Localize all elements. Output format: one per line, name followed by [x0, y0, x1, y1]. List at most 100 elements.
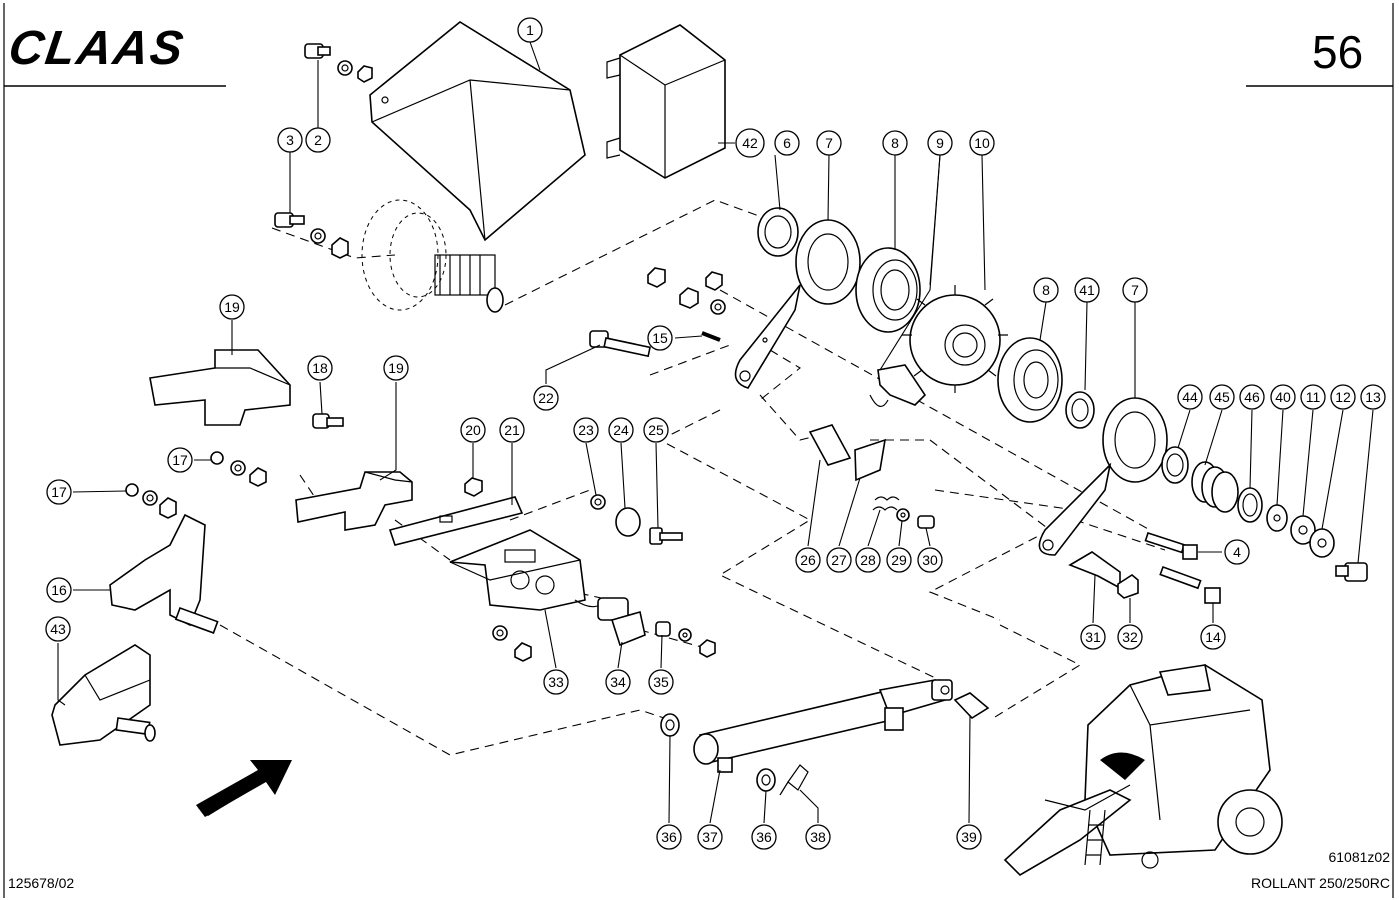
leader-lines — [57, 41, 1374, 824]
svg-text:29: 29 — [891, 552, 907, 568]
svg-text:44: 44 — [1182, 389, 1198, 405]
ring-6 — [757, 207, 799, 257]
svg-text:45: 45 — [1214, 389, 1230, 405]
svg-text:36: 36 — [661, 829, 677, 845]
bushing-41 — [1065, 391, 1095, 429]
callout: 17 — [167, 447, 193, 473]
sprocket-10 — [902, 285, 1008, 393]
svg-text:8: 8 — [1042, 282, 1050, 298]
cylinder-37 — [693, 679, 953, 773]
svg-text:19: 19 — [388, 360, 404, 376]
callout: 16 — [46, 577, 72, 603]
callout: 20 — [460, 417, 486, 443]
shaft-sprocket — [361, 199, 504, 313]
svg-text:9: 9 — [936, 135, 944, 151]
svg-text:12: 12 — [1335, 389, 1351, 405]
callout: 8 — [882, 130, 908, 156]
callout: 43 — [45, 616, 71, 642]
svg-text:6: 6 — [783, 135, 791, 151]
callout: 36 — [751, 824, 777, 850]
svg-text:32: 32 — [1122, 629, 1138, 645]
callout: 42 — [735, 128, 765, 158]
callout: 37 — [697, 824, 723, 850]
callout: 8 — [1033, 277, 1059, 303]
svg-text:43: 43 — [50, 621, 66, 637]
svg-text:18: 18 — [312, 360, 328, 376]
callout: 25 — [643, 417, 669, 443]
callout: 24 — [608, 417, 634, 443]
callout: 31 — [1080, 624, 1106, 650]
callout: 1 — [517, 17, 543, 43]
svg-text:27: 27 — [831, 552, 847, 568]
svg-text:17: 17 — [51, 484, 67, 500]
svg-text:35: 35 — [653, 674, 669, 690]
svg-text:11: 11 — [1306, 389, 1321, 405]
svg-text:15: 15 — [652, 330, 668, 346]
callout: 15 — [647, 325, 673, 351]
callout: 41 — [1074, 277, 1100, 303]
arm-7-left — [734, 219, 861, 389]
callouts: 1 2 3 4 6 7 8 9 10 8 41 7 42 15 19 18 19… — [45, 17, 1386, 850]
callout: 18 — [307, 355, 333, 381]
callout: 28 — [855, 547, 881, 573]
callout: 32 — [1117, 624, 1143, 650]
page-number: 56 — [1312, 26, 1363, 78]
svg-text:20: 20 — [465, 422, 481, 438]
callout: 7 — [816, 130, 842, 156]
callout: 34 — [605, 669, 631, 695]
callout: 27 — [826, 547, 852, 573]
svg-text:39: 39 — [961, 829, 977, 845]
svg-text:8: 8 — [891, 135, 899, 151]
svg-text:38: 38 — [810, 829, 826, 845]
callout: 12 — [1330, 384, 1356, 410]
bracket-9 — [869, 364, 927, 407]
svg-text:46: 46 — [1244, 389, 1260, 405]
svg-text:16: 16 — [51, 582, 67, 598]
svg-text:23: 23 — [578, 422, 594, 438]
bolt-18 — [312, 413, 344, 429]
callout: 13 — [1360, 384, 1386, 410]
callout: 45 — [1209, 384, 1235, 410]
bolt-22 — [589, 330, 651, 358]
callout: 22 — [533, 385, 559, 411]
callout: 40 — [1270, 384, 1296, 410]
nuts-17 — [125, 451, 267, 519]
callout: 39 — [956, 824, 982, 850]
svg-text:26: 26 — [800, 552, 816, 568]
parts-23-25 — [590, 494, 683, 545]
bracket-43 — [51, 644, 156, 746]
svg-text:36: 36 — [756, 829, 772, 845]
pin-15 — [647, 267, 726, 342]
svg-text:24: 24 — [613, 422, 629, 438]
parts-36-39 — [660, 692, 990, 796]
svg-text:7: 7 — [825, 135, 833, 151]
callout: 36 — [656, 824, 682, 850]
small-parts-26-30 — [808, 424, 935, 529]
callout: 33 — [543, 669, 569, 695]
arm-7-right — [1038, 397, 1168, 556]
callout: 46 — [1239, 384, 1265, 410]
svg-text:19: 19 — [224, 299, 240, 315]
bearing-8-right — [997, 337, 1063, 423]
svg-text:17: 17 — [172, 452, 188, 468]
callout: 10 — [969, 130, 995, 156]
bracket-33 — [449, 529, 586, 662]
callout: 21 — [499, 417, 525, 443]
svg-text:1: 1 — [526, 22, 534, 38]
callout: 38 — [805, 824, 831, 850]
svg-text:31: 31 — [1085, 629, 1101, 645]
bracket-16 — [109, 513, 219, 634]
svg-text:13: 13 — [1365, 389, 1381, 405]
baler-overview-illustration — [1003, 664, 1283, 877]
direction-arrow-icon — [196, 760, 292, 817]
bracket-19-upper — [149, 349, 291, 426]
callout: 35 — [648, 669, 674, 695]
svg-text:21: 21 — [504, 422, 520, 438]
bolts-4-14 — [1144, 531, 1221, 604]
callout: 7 — [1122, 277, 1148, 303]
svg-text:34: 34 — [610, 674, 626, 690]
callout: 19 — [219, 294, 245, 320]
callout: 29 — [886, 547, 912, 573]
brand-logo: CLAAS — [5, 21, 188, 75]
